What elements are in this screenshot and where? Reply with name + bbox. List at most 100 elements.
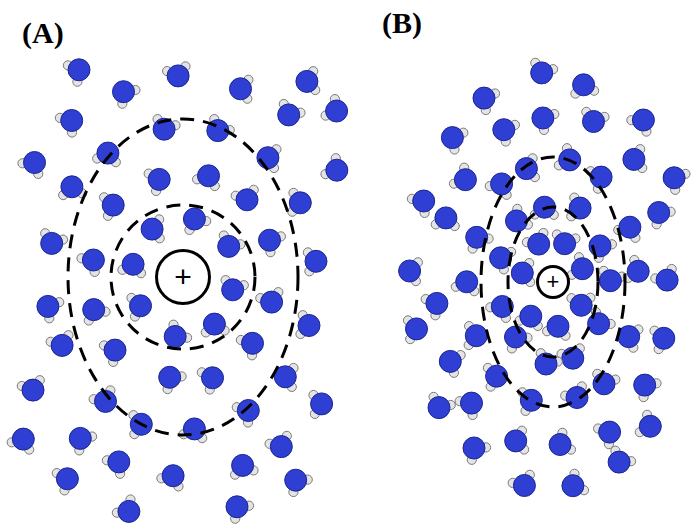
oxygen-atom: [102, 194, 124, 216]
oxygen-atom: [571, 258, 593, 280]
water-molecule: [201, 313, 229, 337]
water-molecule: [285, 469, 313, 496]
oxygen-atom: [69, 427, 91, 449]
oxygen-atom: [56, 468, 78, 490]
water-molecule: [153, 115, 180, 141]
water-molecule: [230, 75, 253, 103]
water-molecule: [449, 163, 476, 191]
water-molecule: [93, 142, 121, 167]
oxygen-atom: [547, 315, 569, 337]
outer-hydration-shell: [68, 119, 298, 435]
water-molecule: [118, 253, 146, 278]
oxygen-atom: [406, 318, 428, 340]
oxygen-atom: [311, 393, 333, 415]
oxygen-atom: [506, 210, 528, 232]
oxygen-atom: [108, 451, 130, 473]
oxygen-atom: [632, 109, 654, 131]
water-molecule: [303, 248, 327, 276]
oxygen-atom: [24, 152, 46, 174]
water-molecule: [464, 322, 487, 350]
water-molecule: [41, 229, 68, 255]
water-molecule: [428, 392, 455, 418]
oxygen-atom: [648, 202, 670, 224]
oxygen-atom: [399, 260, 421, 282]
water-molecule: [197, 367, 223, 394]
water-molecule: [288, 188, 312, 216]
water-molecule: [651, 264, 678, 291]
water-molecule: [17, 376, 44, 402]
water-molecule: [163, 62, 191, 87]
oxygen-atom: [113, 81, 135, 103]
oxygen-atom: [493, 119, 515, 141]
water-molecule: [63, 59, 90, 86]
water-molecule: [634, 374, 661, 402]
water-molecule: [562, 469, 589, 497]
oxygen-atom: [148, 168, 170, 190]
oxygen-atom: [549, 434, 571, 456]
water-molecule: [46, 331, 73, 357]
water-molecule: [296, 67, 320, 95]
oxygen-atom: [270, 436, 292, 458]
water-molecule: [466, 226, 494, 253]
oxygen-atom: [663, 167, 685, 189]
water-molecule: [321, 154, 348, 182]
water-molecule: [100, 193, 125, 221]
oxygen-atom: [230, 78, 252, 100]
inner-hydration-shell: [508, 207, 598, 357]
oxygen-atom: [428, 397, 450, 419]
oxygen-atom: [61, 176, 83, 198]
water-molecule: [259, 229, 286, 257]
water-molecule: [627, 109, 655, 136]
water-molecule: [490, 247, 516, 274]
water-molecule: [112, 495, 140, 523]
water-molecule: [588, 307, 616, 334]
water-molecule: [179, 418, 207, 443]
oxygen-atom: [426, 292, 448, 314]
water-molecule: [586, 166, 612, 193]
water-molecule: [451, 271, 479, 296]
oxygen-atom: [528, 233, 550, 255]
water-molecule: [532, 107, 559, 135]
oxygen-atom: [289, 192, 311, 214]
oxygen-atom: [202, 367, 224, 389]
water-molecule: [493, 119, 520, 146]
water-molecule: [231, 454, 259, 479]
cation-circle: +: [155, 249, 211, 305]
water-molecule: [18, 152, 46, 179]
oxygen-atom: [167, 65, 189, 87]
water-molecule: [650, 326, 675, 354]
oxygen-atom: [162, 465, 184, 487]
water-molecule: [231, 185, 258, 211]
water-molecule: [483, 363, 507, 391]
panel-label: (A): [22, 16, 64, 50]
oxygen-atom: [236, 189, 258, 211]
water-molecule: [164, 320, 192, 347]
water-molecule: [55, 110, 82, 138]
water-molecule: [567, 253, 593, 280]
oxygen-atom: [583, 111, 605, 133]
oxygen-atom: [599, 421, 621, 443]
inner-hydration-shell: [111, 205, 255, 349]
oxygen-atom: [61, 110, 83, 132]
oxygen-atom: [531, 62, 553, 84]
oxygen-atom: [22, 379, 44, 401]
water-molecule: [505, 426, 529, 454]
oxygen-atom: [505, 326, 527, 348]
oxygen-atom: [441, 127, 463, 149]
oxygen-atom: [465, 325, 487, 347]
water-molecule: [531, 58, 558, 84]
water-molecule: [59, 176, 87, 200]
water-molecule: [399, 258, 423, 286]
oxygen-atom: [257, 147, 279, 169]
oxygen-atom: [619, 216, 641, 238]
oxygen-atom: [278, 104, 300, 126]
water-molecule: [663, 167, 690, 195]
oxygen-atom: [439, 350, 461, 372]
water-molecule: [599, 266, 626, 291]
water-molecule: [508, 470, 535, 496]
oxygen-atom: [51, 334, 73, 356]
oxygen-atom: [82, 249, 104, 271]
water-molecule: [421, 292, 448, 320]
water-molecule: [278, 99, 305, 126]
oxygen-atom: [326, 100, 348, 122]
